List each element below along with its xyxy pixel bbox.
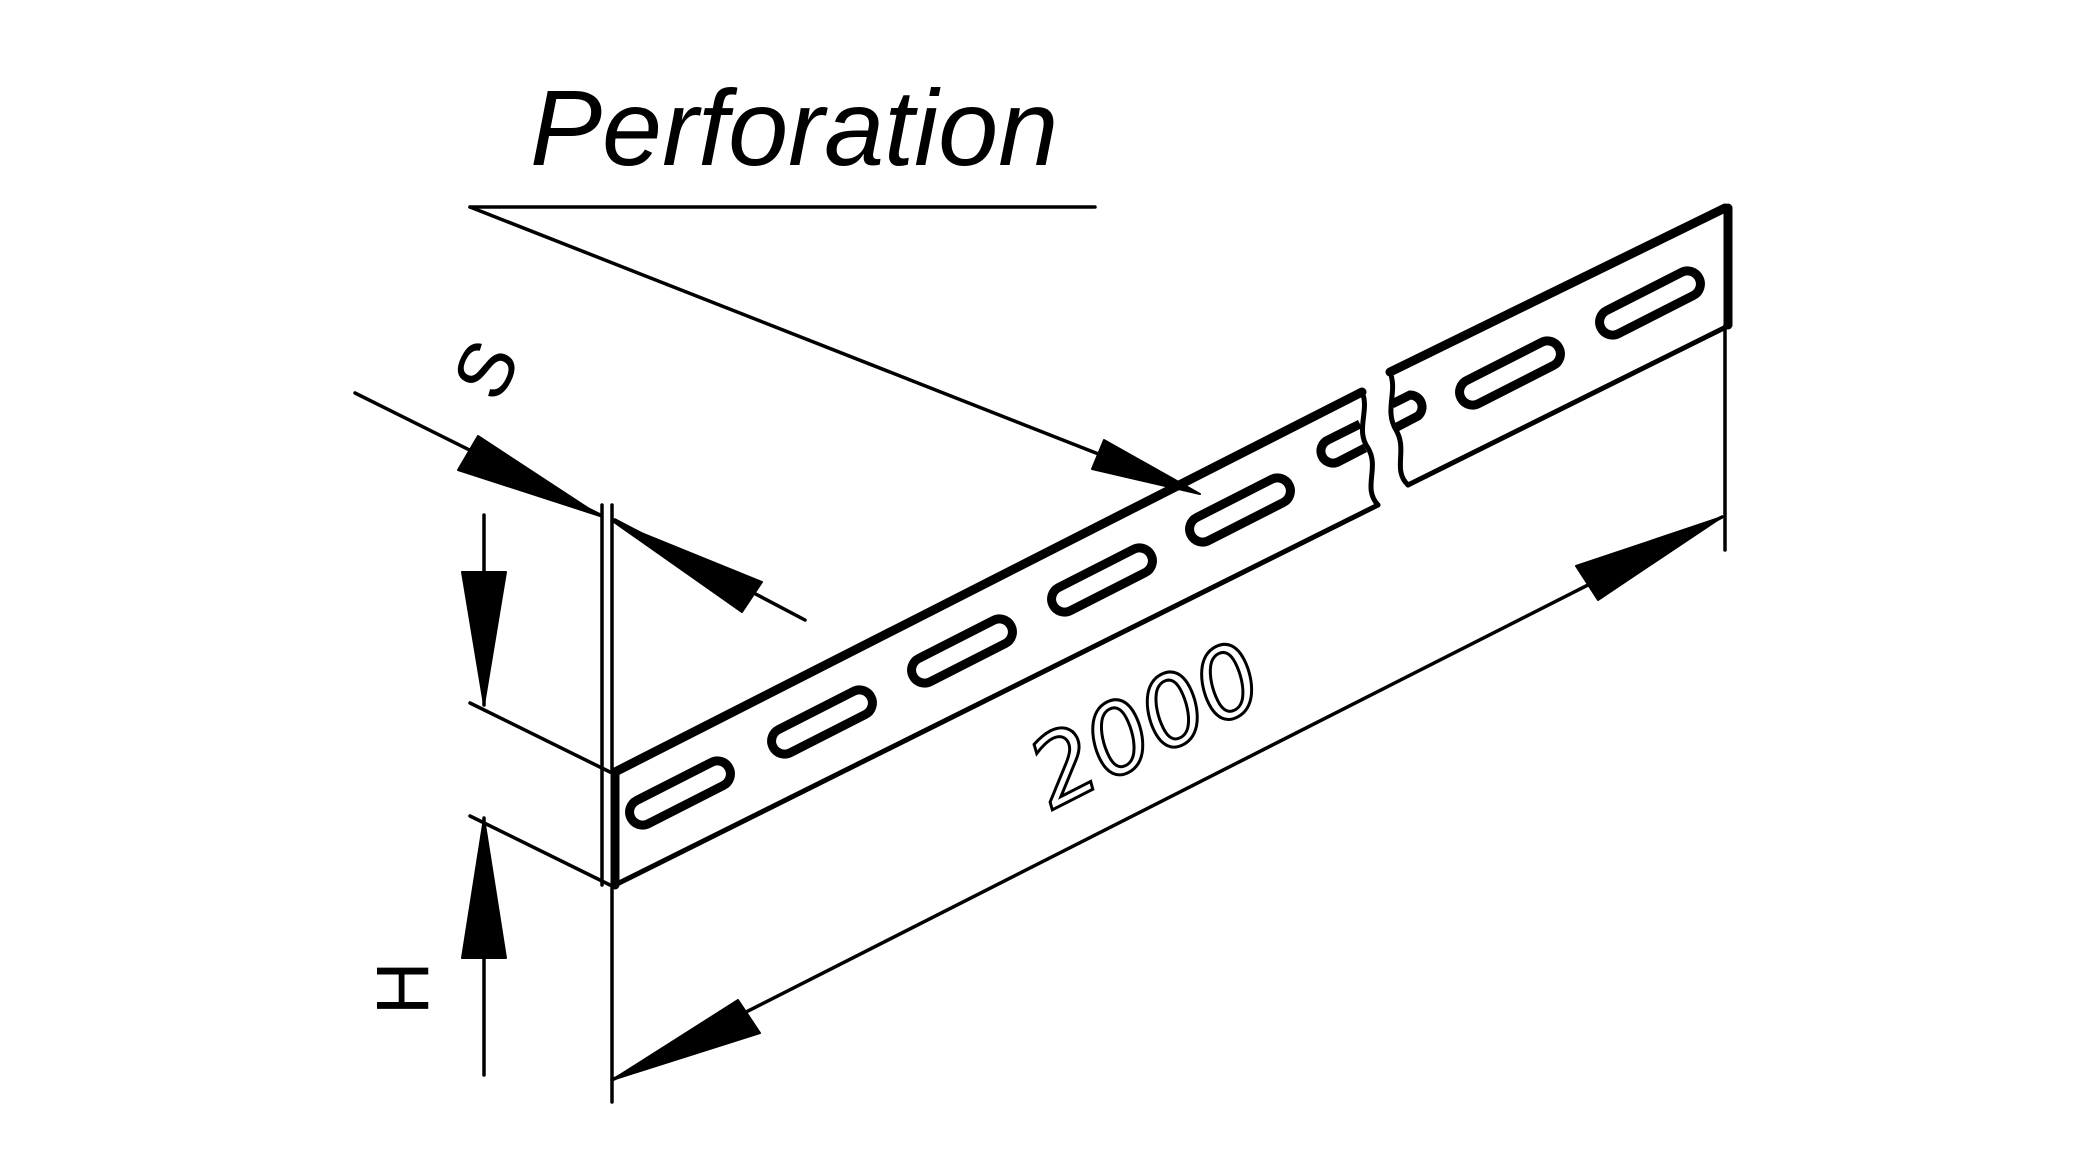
height-extension-line-top (468, 701, 612, 774)
break-edge-right (1387, 369, 1411, 488)
thickness-arrowhead-left (457, 435, 601, 517)
perforation-callout: Perforation (468, 67, 1201, 495)
perforation-leader-line (468, 205, 1187, 490)
slot (1455, 336, 1565, 410)
thickness-arrowhead-right (613, 521, 763, 613)
perforation-label: Perforation (530, 67, 1058, 188)
break-edge-left (1359, 389, 1381, 508)
strip-bottom-edge-far (1405, 322, 1733, 488)
slot-partial-left (1316, 419, 1368, 468)
perforation-slots (625, 266, 1705, 830)
slot (907, 614, 1017, 688)
length-arrowhead-left (611, 999, 761, 1081)
height-extension-line-bottom (468, 814, 612, 887)
length-arrowhead-right (1575, 516, 1723, 601)
strip-bottom-edge (612, 502, 1381, 888)
thickness-label: S (435, 326, 537, 412)
height-dimension: H (361, 513, 612, 1077)
strip-top-edge-far (1385, 203, 1730, 377)
thickness-dimension: S (353, 326, 807, 887)
strip-top-edge (610, 387, 1367, 777)
length-dim-line (610, 515, 1724, 1082)
slot (767, 685, 877, 759)
strip-body-far (1385, 203, 1733, 488)
perforation-leader-arrowhead (1091, 439, 1201, 495)
length-label: 2000 (1012, 620, 1281, 831)
height-label: H (361, 962, 444, 1015)
slot (1185, 473, 1295, 547)
strip-body-near (610, 387, 1381, 890)
slot (1047, 543, 1157, 617)
slot (1595, 266, 1705, 340)
height-arrowhead-top (461, 571, 507, 706)
slot-partial-right (1389, 390, 1427, 432)
length-dimension: 2000 (610, 323, 1727, 1104)
slot (625, 756, 735, 830)
height-arrowhead-bottom (461, 817, 507, 959)
